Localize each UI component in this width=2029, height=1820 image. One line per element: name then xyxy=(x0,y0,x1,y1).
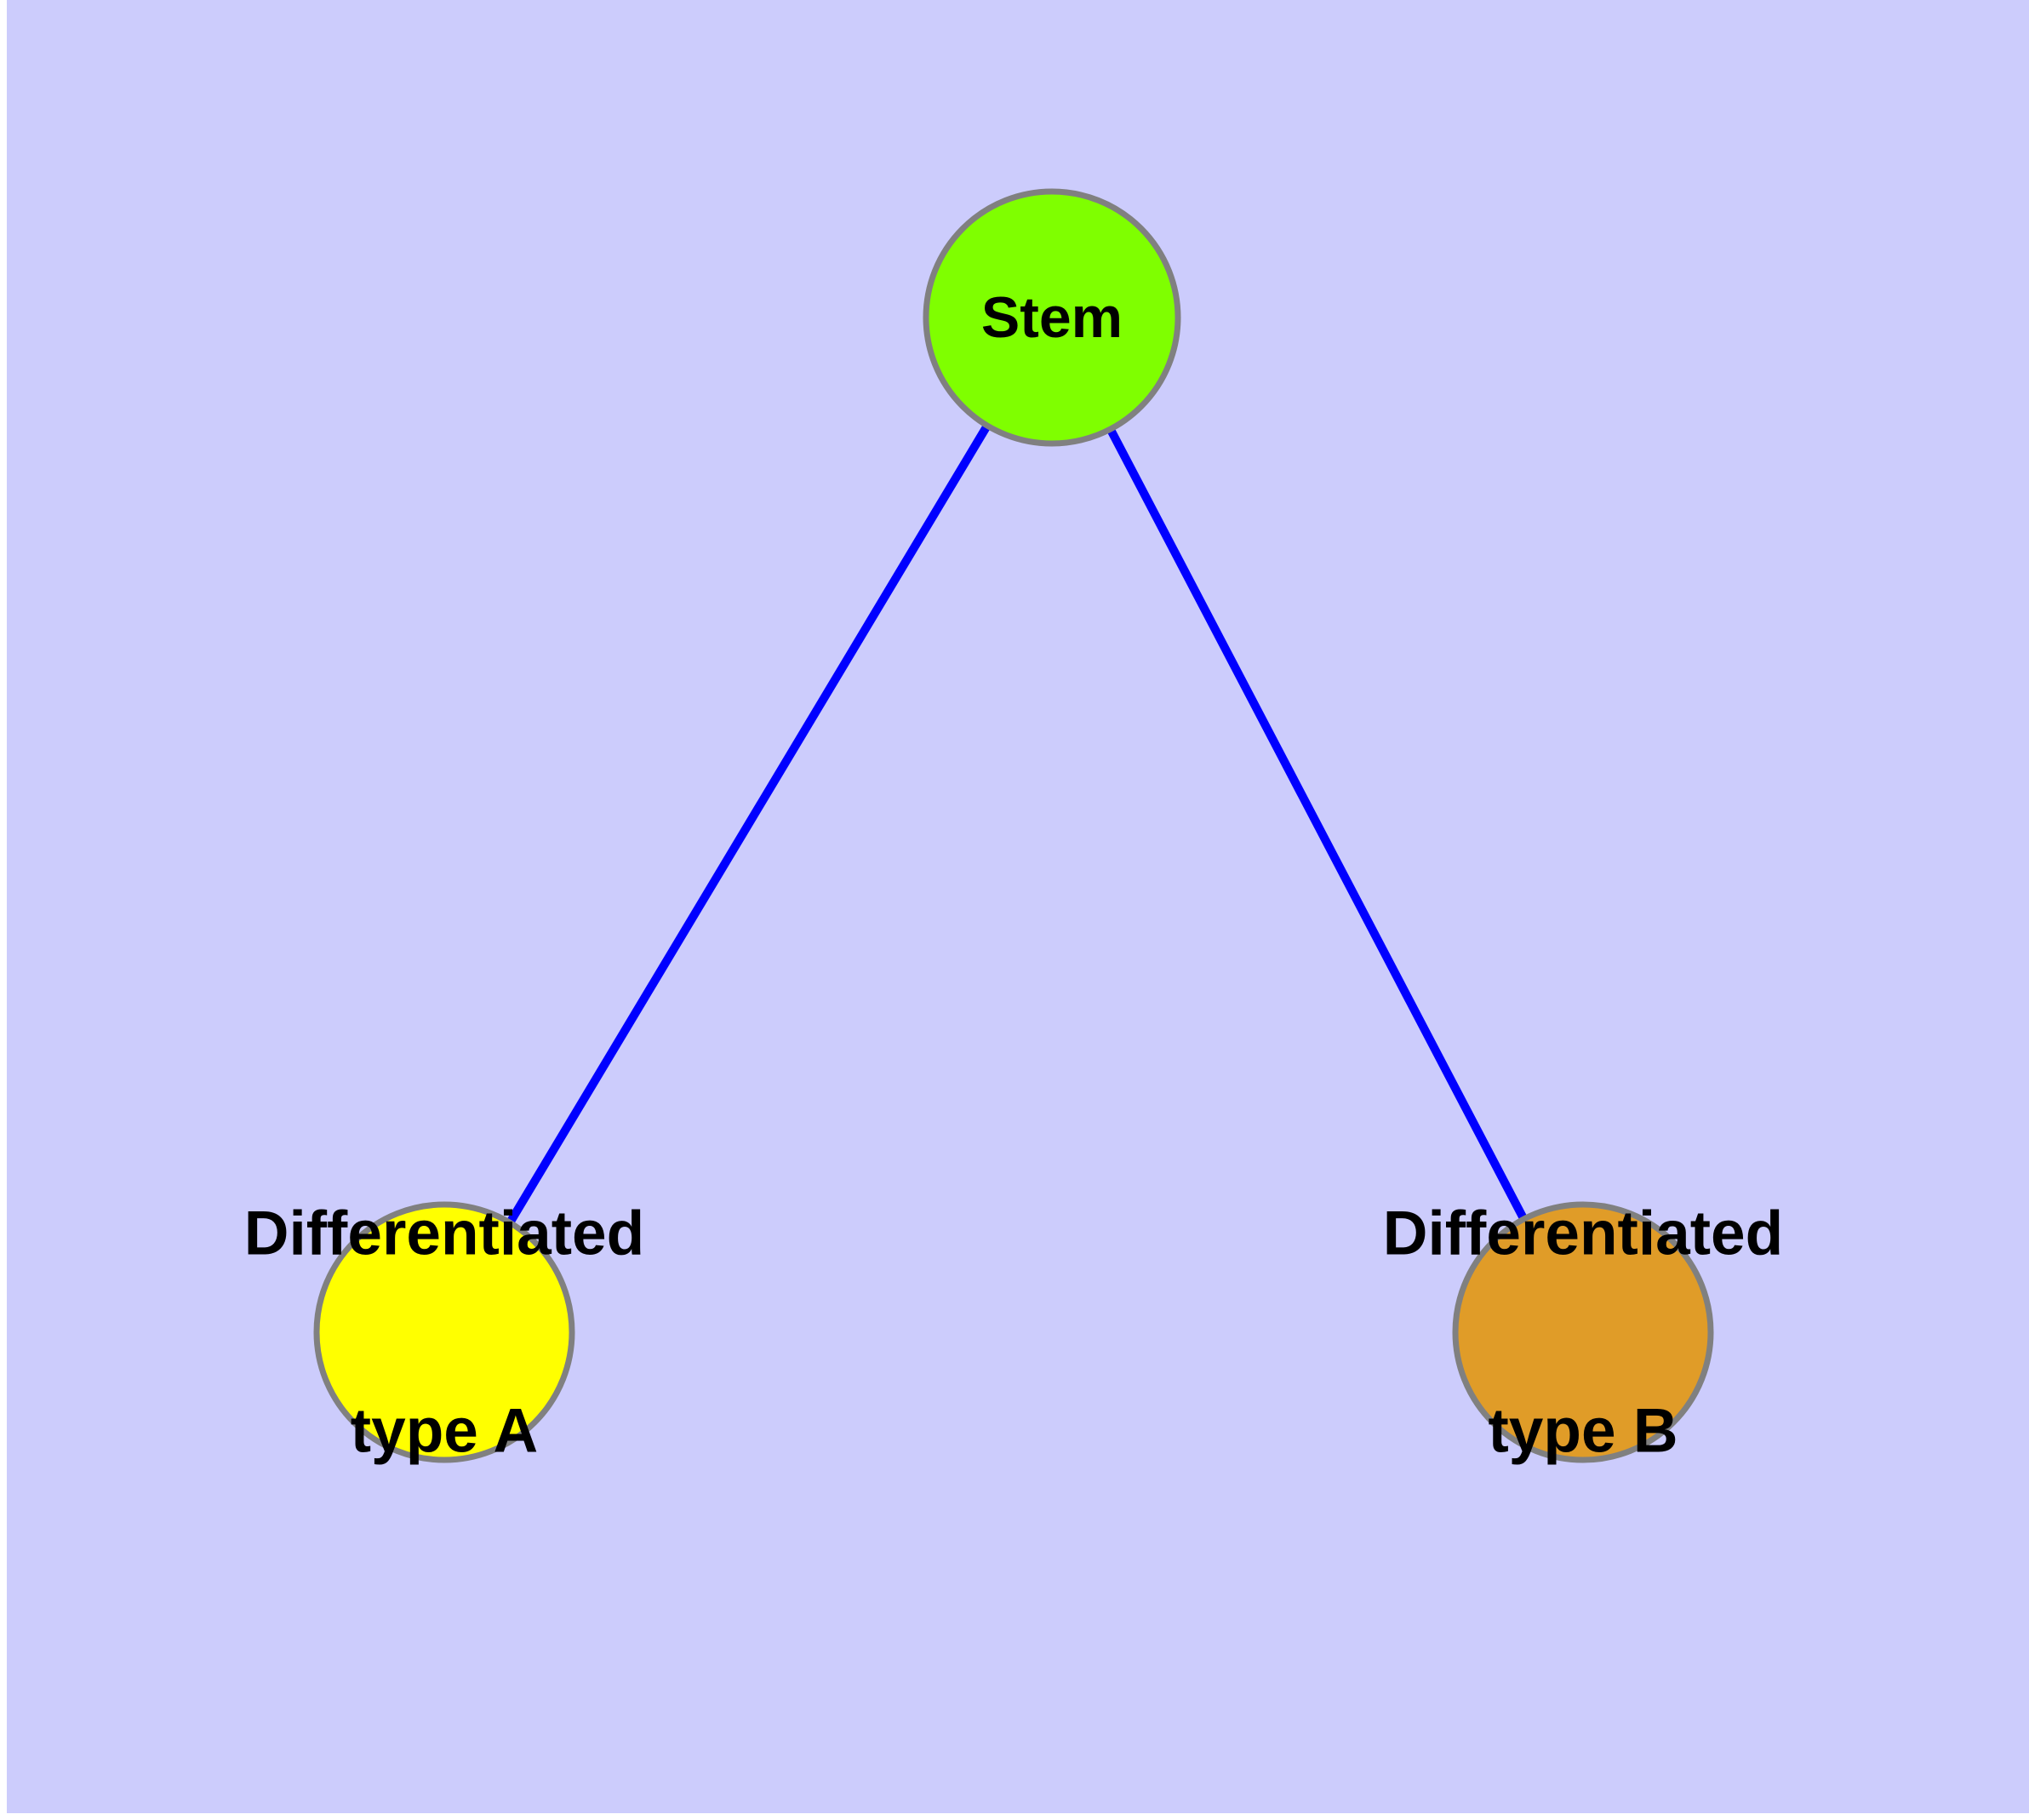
node-stem[interactable] xyxy=(923,188,1181,447)
node-layer xyxy=(313,188,1714,1463)
edge-stem-diff-a[interactable] xyxy=(504,420,993,1228)
node-differentiated-type-a[interactable] xyxy=(313,1201,575,1463)
edge-stem-diff-b[interactable] xyxy=(1105,423,1529,1225)
node-differentiated-type-b[interactable] xyxy=(1452,1201,1714,1463)
edge-layer xyxy=(504,420,1529,1228)
